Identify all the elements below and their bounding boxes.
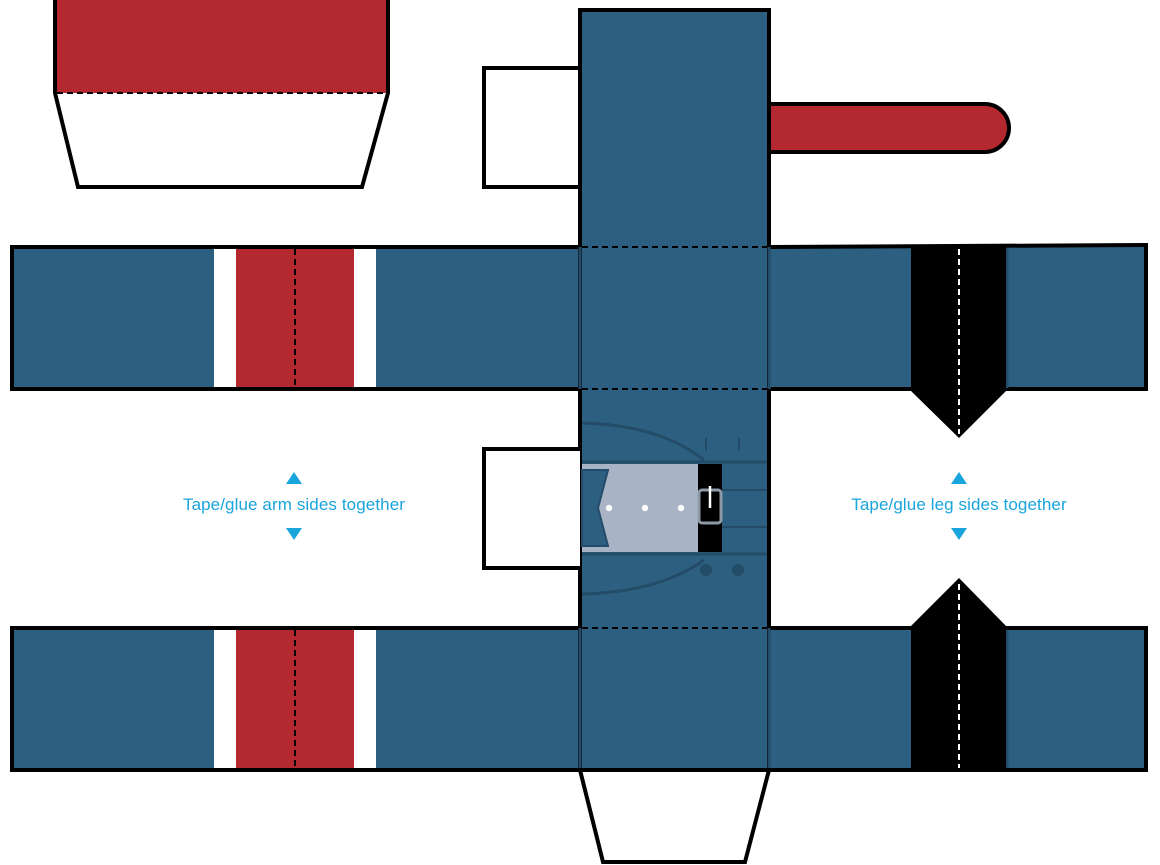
upper-glue-tab [482, 66, 580, 189]
head-red-panel [55, 0, 388, 93]
jacket-upper-seam [581, 421, 705, 462]
head-piece [53, 0, 390, 189]
red-pointer-tab [769, 102, 1011, 154]
lower-arm-white-stripe-left [214, 630, 236, 768]
up-arrow-icon [286, 472, 302, 484]
belt-end-notch [581, 469, 610, 547]
arm-instruction-text: Tape/glue arm sides together [182, 495, 406, 514]
upper-arm-white-stripe-left [214, 249, 236, 387]
belt-hole-2 [641, 504, 649, 512]
bottom-white-flap [577, 768, 772, 864]
down-arrow-icon [286, 528, 302, 540]
jacket-button-1 [700, 564, 712, 576]
arm-instruction: Tape/glue arm sides together [154, 472, 434, 540]
lower-glue-tab [482, 447, 580, 570]
jacket-button-2 [732, 564, 744, 576]
upper-arm-strip [10, 245, 582, 391]
upper-leg-strip [768, 242, 1148, 438]
head-white-flap [55, 93, 388, 187]
upper-arm-white-stripe-right [354, 249, 376, 387]
jacket-lower-seam [581, 558, 705, 596]
belt-hole-1 [605, 504, 613, 512]
down-arrow-icon [951, 528, 967, 540]
lower-leg-strip [769, 578, 1148, 772]
head-outline [53, 0, 390, 189]
lower-arm-strip [10, 626, 582, 772]
lower-arm-white-stripe-right [354, 630, 376, 768]
up-arrow-icon [951, 472, 967, 484]
leg-instruction: Tape/glue leg sides together [820, 472, 1098, 540]
leg-instruction-text: Tape/glue leg sides together [851, 495, 1067, 514]
torso-details [581, 421, 767, 596]
belt-hole-3 [677, 504, 685, 512]
